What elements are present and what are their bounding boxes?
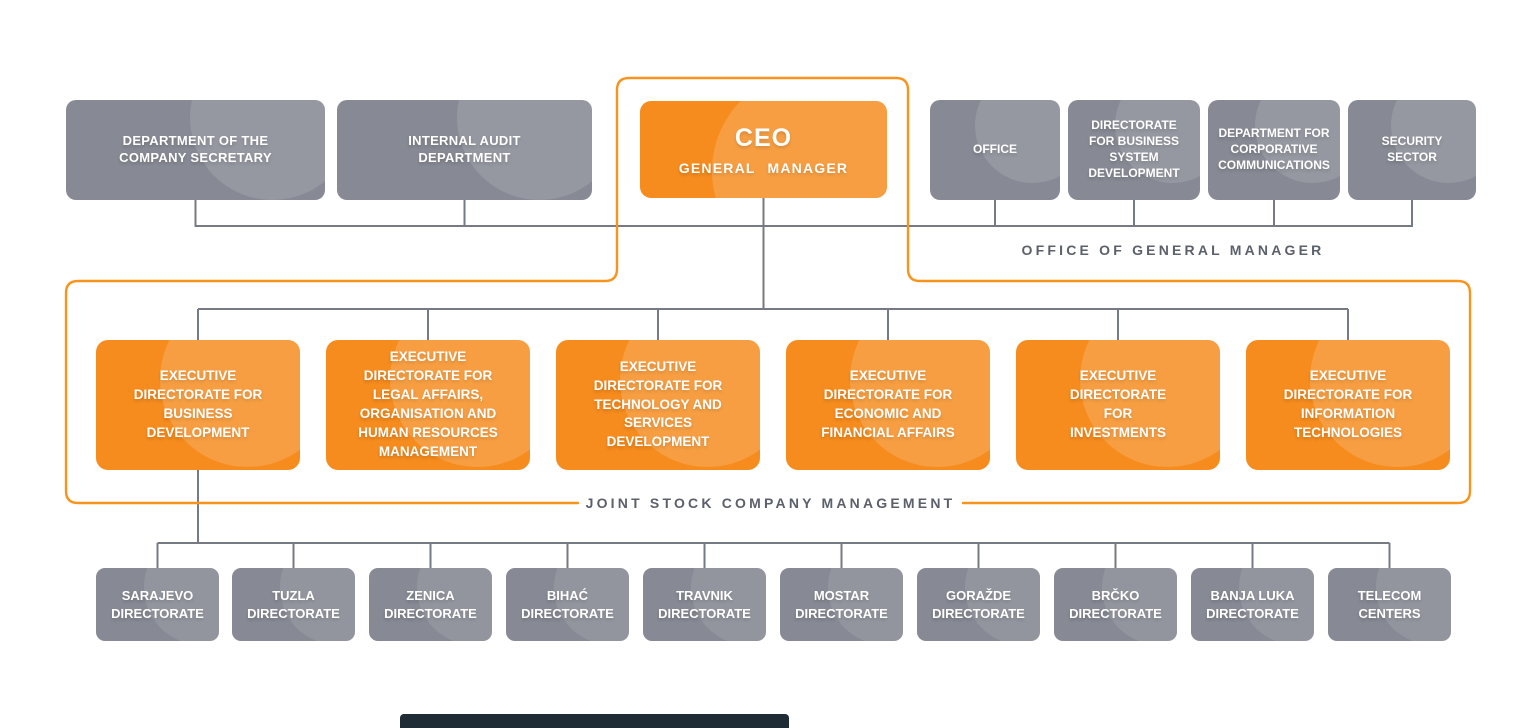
orange-group-outline: [64, 76, 1472, 505]
box-exec-investments: EXECUTIVE DIRECTORATE FOR INVESTMENTS: [1016, 340, 1220, 470]
box-label: BANJA LUKA DIRECTORATE: [1206, 587, 1299, 621]
box-tuzla-directorate: TUZLA DIRECTORATE: [232, 568, 355, 641]
box-security-sector: SECURITY SECTOR: [1348, 100, 1476, 200]
footer-bar-cutoff: [400, 714, 789, 728]
box-label: EXECUTIVE DIRECTORATE FOR ECONOMIC AND F…: [821, 368, 955, 440]
box-label: TUZLA DIRECTORATE: [247, 587, 340, 621]
box-exec-economic-financial: EXECUTIVE DIRECTORATE FOR ECONOMIC AND F…: [786, 340, 990, 470]
office-of-general-manager-label: OFFICE OF GENERAL MANAGER: [1021, 242, 1325, 258]
box-exec-business-development: EXECUTIVE DIRECTORATE FOR BUSINESS DEVEL…: [96, 340, 300, 470]
box-label: DEPARTMENT OF THE COMPANY SECRETARY: [119, 133, 272, 165]
box-company-secretary-department: DEPARTMENT OF THE COMPANY SECRETARY: [66, 100, 325, 200]
box-zenica-directorate: ZENICA DIRECTORATE: [369, 568, 492, 641]
box-internal-audit-department: INTERNAL AUDIT DEPARTMENT: [337, 100, 592, 200]
box-label: SARAJEVO DIRECTORATE: [111, 587, 204, 621]
box-label: SECURITY SECTOR: [1381, 134, 1443, 164]
box-label: BIHAĆ DIRECTORATE: [521, 587, 614, 621]
box-label: DIRECTORATE FOR BUSINESS SYSTEM DEVELOPM…: [1088, 118, 1180, 180]
box-telecom-centers: TELECOM CENTERS: [1328, 568, 1451, 641]
box-brcko-directorate: BRČKO DIRECTORATE: [1054, 568, 1177, 641]
box-travnik-directorate: TRAVNIK DIRECTORATE: [643, 568, 766, 641]
box-corporative-communications-department: DEPARTMENT FOR CORPORATIVE COMMUNICATION…: [1208, 100, 1340, 200]
ceo-box: CEO GENERAL MANAGER: [640, 101, 887, 198]
box-label: EXECUTIVE DIRECTORATE FOR INVESTMENTS: [1069, 368, 1167, 440]
box-banja-luka-directorate: BANJA LUKA DIRECTORATE: [1191, 568, 1314, 641]
ceo-subtitle: GENERAL MANAGER: [678, 159, 849, 176]
box-label: DEPARTMENT FOR CORPORATIVE COMMUNICATION…: [1218, 126, 1330, 172]
box-office: OFFICE: [930, 100, 1060, 200]
box-label: GORAŽDE DIRECTORATE: [932, 587, 1025, 621]
box-label: OFFICE: [973, 142, 1017, 157]
box-label: INTERNAL AUDIT DEPARTMENT: [408, 133, 521, 165]
box-label: EXECUTIVE DIRECTORATE FOR LEGAL AFFAIRS,…: [358, 349, 498, 459]
box-mostar-directorate: MOSTAR DIRECTORATE: [780, 568, 903, 641]
box-label: ZENICA DIRECTORATE: [384, 587, 477, 621]
box-label: EXECUTIVE DIRECTORATE FOR TECHNOLOGY AND…: [593, 358, 723, 450]
box-business-system-development-directorate: DIRECTORATE FOR BUSINESS SYSTEM DEVELOPM…: [1068, 100, 1200, 200]
box-label: TRAVNIK DIRECTORATE: [658, 587, 751, 621]
ceo-title: CEO: [734, 123, 793, 152]
box-sarajevo-directorate: SARAJEVO DIRECTORATE: [96, 568, 219, 641]
gray-connector-paths: [156, 198, 1413, 568]
box-label: BRČKO DIRECTORATE: [1069, 587, 1162, 621]
box-exec-technology-services: EXECUTIVE DIRECTORATE FOR TECHNOLOGY AND…: [556, 340, 760, 470]
box-label: MOSTAR DIRECTORATE: [795, 587, 888, 621]
box-label: EXECUTIVE DIRECTORATE FOR INFORMATION TE…: [1283, 368, 1413, 440]
box-label: EXECUTIVE DIRECTORATE FOR BUSINESS DEVEL…: [133, 368, 263, 440]
box-label: TELECOM CENTERS: [1357, 587, 1422, 621]
box-exec-information-technologies: EXECUTIVE DIRECTORATE FOR INFORMATION TE…: [1246, 340, 1450, 470]
box-bihac-directorate: BIHAĆ DIRECTORATE: [506, 568, 629, 641]
box-gorazde-directorate: GORAŽDE DIRECTORATE: [917, 568, 1040, 641]
box-exec-legal-hr: EXECUTIVE DIRECTORATE FOR LEGAL AFFAIRS,…: [326, 340, 530, 470]
joint-stock-company-management-label: JOINT STOCK COMPANY MANAGEMENT: [585, 495, 956, 511]
